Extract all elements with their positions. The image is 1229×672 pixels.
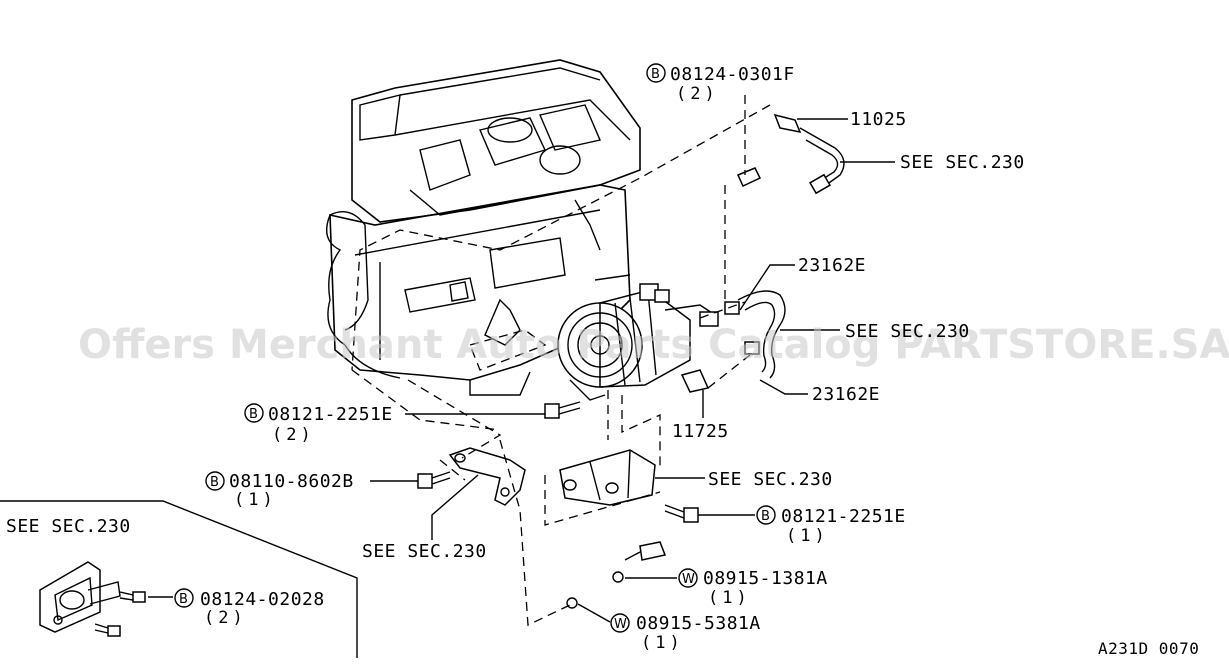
callout-08915-5381A[interactable]: W 08915-5381A (1) bbox=[610, 613, 761, 653]
quantity-label: (1) bbox=[708, 588, 751, 608]
callout-prefix: B bbox=[249, 407, 258, 422]
diagram-code: A231D 0070 bbox=[1098, 639, 1199, 658]
see-section-label: SEE SEC.230 bbox=[845, 321, 970, 342]
part-number-label: 08121-2251E bbox=[781, 506, 906, 527]
hose-fittings-illustration bbox=[417, 113, 845, 609]
callout-prefix: B bbox=[210, 475, 219, 490]
bolt-symbol-icon bbox=[174, 588, 194, 608]
assembly-dashed-lines bbox=[351, 95, 771, 626]
quantity-label: (1) bbox=[786, 526, 829, 546]
quantity-label: (1) bbox=[234, 490, 277, 510]
bolt-symbol-icon bbox=[756, 505, 776, 525]
callout-prefix: B bbox=[179, 592, 188, 607]
part-number-label: 08110-8602B bbox=[229, 471, 354, 492]
callout-08124-02028[interactable]: B 08124-02028 (2) bbox=[174, 588, 325, 628]
callout-see-sec-upper[interactable]: SEE SEC.230 bbox=[900, 152, 1025, 173]
washer-symbol-icon bbox=[610, 613, 630, 633]
bolt-symbol-icon bbox=[646, 63, 666, 83]
callout-08915-1381A[interactable]: W 08915-1381A (1) bbox=[678, 568, 828, 608]
callout-prefix: B bbox=[651, 67, 660, 82]
part-number-label: 08121-2251E bbox=[268, 404, 393, 425]
callout-see-sec-adjuster[interactable]: SEE SEC.230 bbox=[362, 541, 487, 562]
quantity-label: (1) bbox=[641, 633, 684, 653]
callout-08110-8602B[interactable]: B 08110-8602B (1) bbox=[205, 471, 354, 510]
quantity-label: (2) bbox=[676, 84, 719, 104]
part-number-label: 08915-1381A bbox=[703, 568, 828, 589]
inset-bracket-illustration bbox=[39, 561, 146, 637]
part-number-label: 23162E bbox=[798, 255, 866, 276]
part-number-label: 08915-5381A bbox=[636, 613, 761, 634]
callout-see-sec-bracket[interactable]: SEE SEC.230 bbox=[708, 469, 833, 490]
ac-compressor-illustration bbox=[557, 283, 716, 401]
callout-prefix: W bbox=[682, 572, 695, 587]
washer-symbol-icon bbox=[678, 568, 698, 588]
bolt-symbol-icon bbox=[244, 403, 264, 423]
callout-23162E-lower[interactable]: 23162E bbox=[812, 384, 880, 405]
compressor-bracket-illustration bbox=[559, 449, 656, 506]
part-number-label: 11725 bbox=[672, 421, 729, 442]
part-number-label: 23162E bbox=[812, 384, 880, 405]
callout-prefix: W bbox=[614, 617, 627, 632]
bolt-symbol-icon bbox=[205, 471, 225, 491]
part-number-label: 08124-0301F bbox=[670, 64, 795, 85]
see-section-label: SEE SEC.230 bbox=[6, 516, 131, 537]
part-number-label: 08124-02028 bbox=[200, 589, 325, 610]
callout-08121-2251E-upper[interactable]: B 08121-2251E (2) bbox=[244, 403, 393, 445]
engine-block-illustration bbox=[326, 59, 641, 396]
callout-08124-0301F[interactable]: B 08124-0301F (2) bbox=[646, 63, 795, 104]
adjusting-bar-illustration bbox=[448, 447, 526, 506]
part-number-label: 11025 bbox=[850, 109, 907, 130]
quantity-label: (2) bbox=[272, 425, 315, 445]
see-section-label: SEE SEC.230 bbox=[708, 469, 833, 490]
see-section-label: SEE SEC.230 bbox=[900, 152, 1025, 173]
watermark-text: Offers Merchant Auto Parts Catalog PARTS… bbox=[78, 322, 1229, 368]
see-section-label: SEE SEC.230 bbox=[362, 541, 487, 562]
inset-see-sec[interactable]: SEE SEC.230 bbox=[6, 516, 131, 537]
callout-08121-2251E-lower[interactable]: B 08121-2251E (1) bbox=[756, 505, 906, 546]
callout-see-sec-hose[interactable]: SEE SEC.230 bbox=[845, 321, 970, 342]
leader-lines bbox=[0, 118, 895, 658]
quantity-label: (2) bbox=[204, 608, 247, 628]
callout-23162E-upper[interactable]: 23162E bbox=[798, 255, 866, 276]
callout-11025[interactable]: 11025 bbox=[850, 109, 907, 130]
callout-11725[interactable]: 11725 bbox=[672, 421, 729, 442]
callout-prefix: B bbox=[761, 509, 770, 524]
